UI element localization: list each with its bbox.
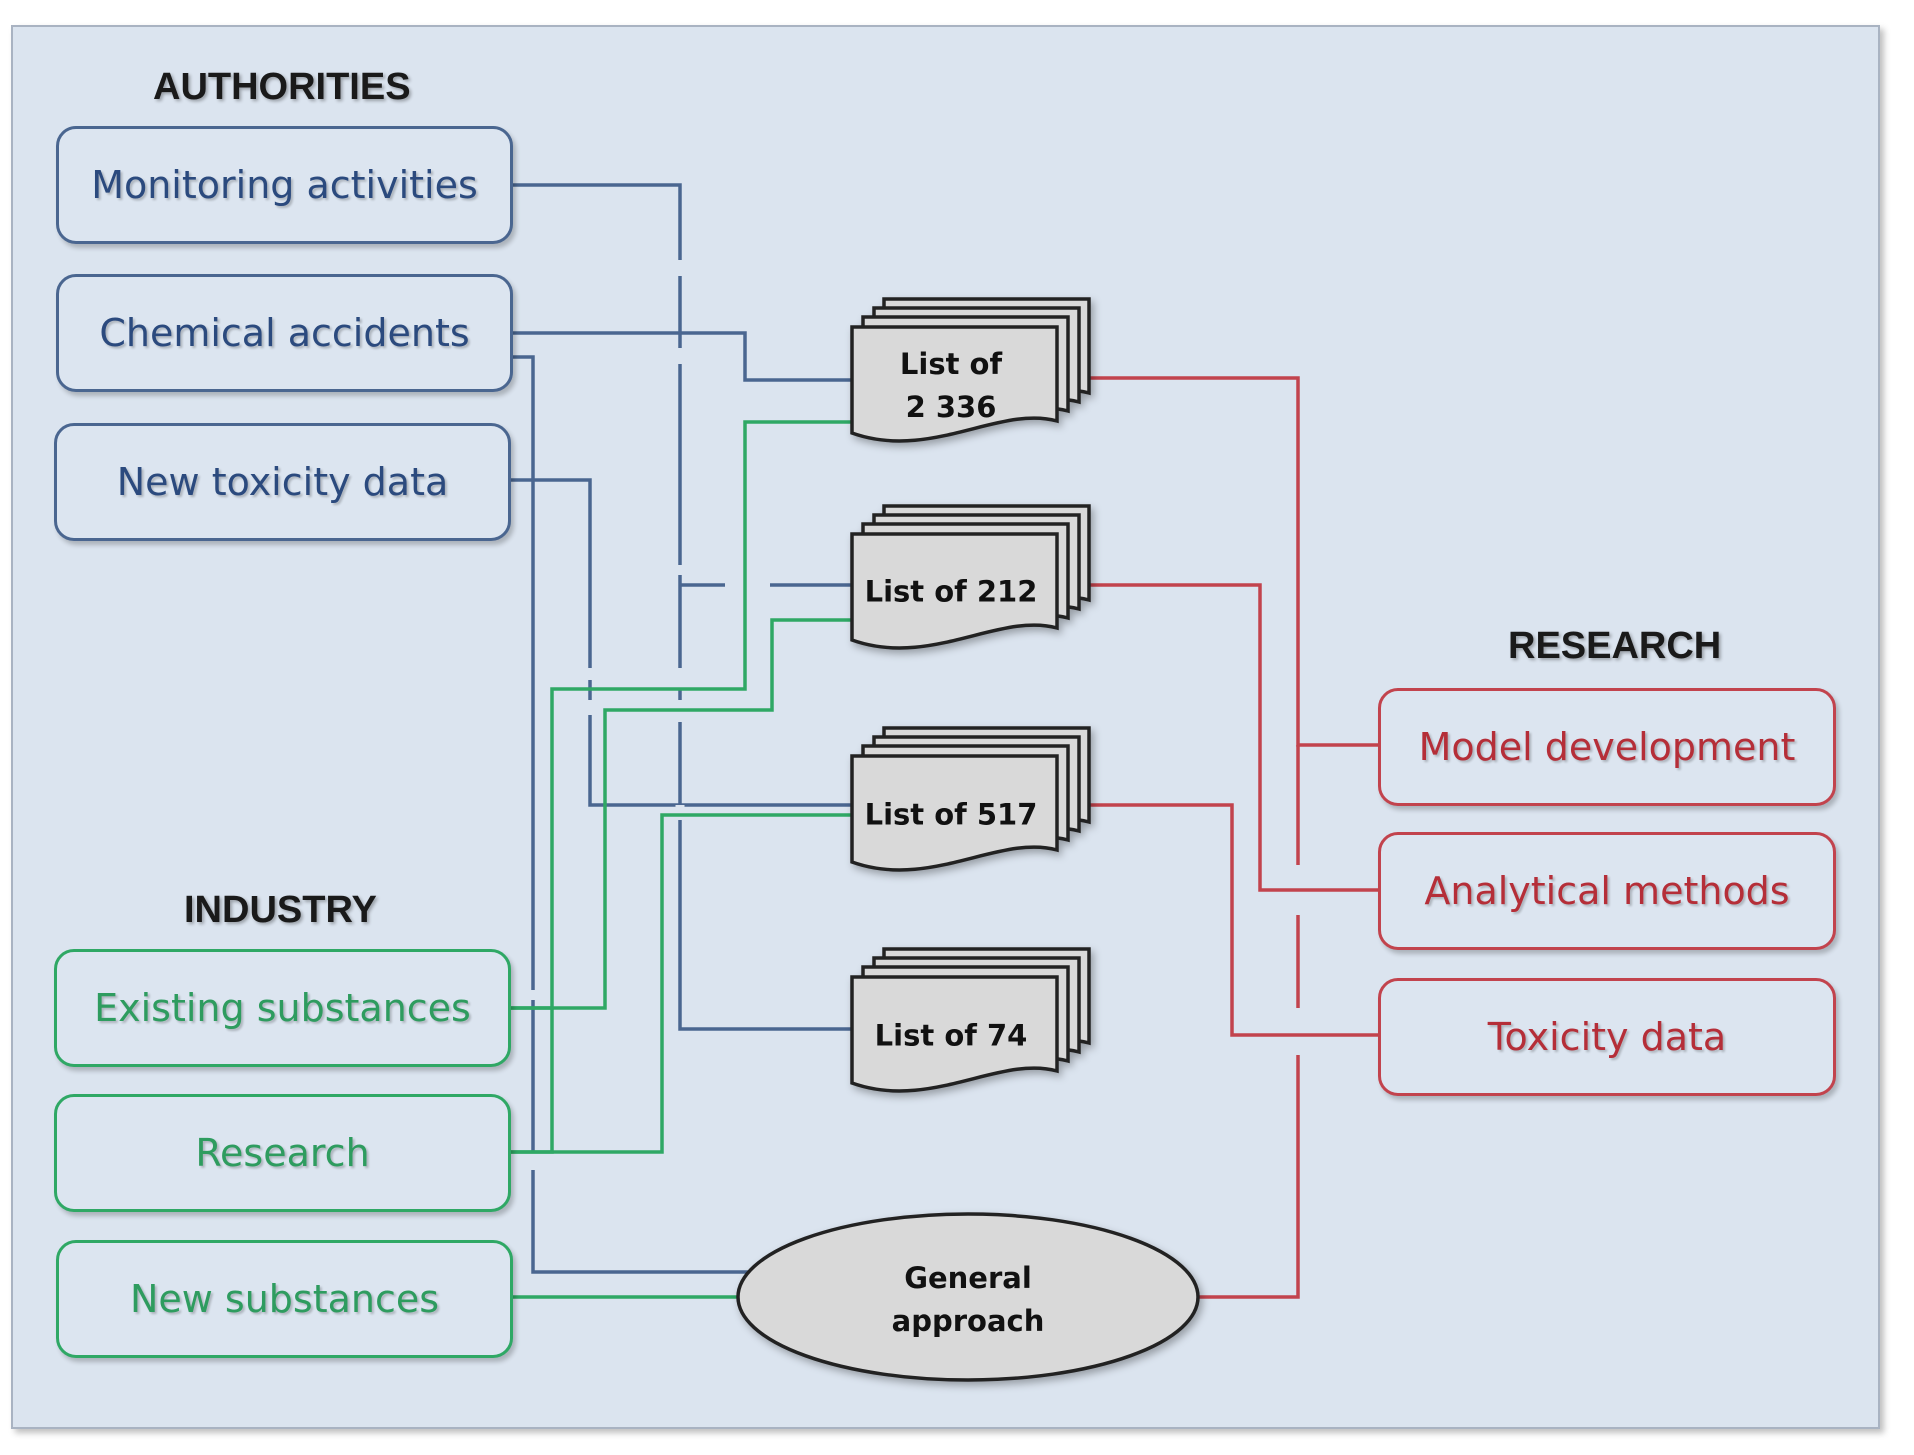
box-new-toxicity-data: New toxicity data: [54, 423, 511, 541]
connector-research-to-list-517: [510, 813, 855, 1154]
industry-connectors: [510, 420, 855, 1299]
list-517-stack: [850, 726, 1091, 872]
general-approach-ellipse: [736, 1212, 1200, 1382]
connector-monitoring-to-list-74: [512, 183, 855, 1031]
box-new-substances: New substances: [56, 1240, 513, 1358]
box-toxicity-data: Toxicity data: [1378, 978, 1836, 1096]
list-212-stack: [850, 504, 1091, 650]
connector-list-2336-to-model-development: [1088, 376, 1378, 747]
document-front: [850, 975, 1059, 1093]
list-74-label: List of 74: [874, 1018, 1028, 1053]
list-2336-line1: List of: [899, 347, 1003, 381]
box-analytical-methods: Analytical methods: [1378, 832, 1836, 950]
heading-industry: INDUSTRY: [184, 889, 377, 931]
heading-research: RESEARCH: [1508, 625, 1722, 667]
connector-toxicity-to-list-517: [508, 478, 855, 807]
box-existing-substances: Existing substances: [54, 949, 511, 1067]
box-model-development: Model development: [1378, 688, 1836, 806]
general-approach-line2: approach: [891, 1304, 1045, 1338]
research-connectors: [1088, 376, 1378, 1299]
connector-existing-to-list-212: [510, 618, 855, 1010]
line-hops: [528, 260, 685, 1170]
authority-connectors: [508, 183, 855, 1274]
list-2336-line2: 2 336: [905, 390, 997, 424]
box-monitoring-activities: Monitoring activities: [56, 126, 513, 244]
connector-general-approach-to-research: [1196, 1055, 1300, 1299]
document-front: [850, 754, 1059, 872]
document-front: [850, 325, 1059, 443]
list-517-label: List of 517: [864, 797, 1038, 832]
heading-authorities: AUTHORITIES: [153, 66, 411, 108]
connector-chemical-to-general-approach: [512, 355, 748, 1274]
box-chemical-accidents: Chemical accidents: [56, 274, 513, 392]
list-74-stack: [850, 947, 1091, 1093]
box-research-industry: Research: [54, 1094, 511, 1212]
connector-list-517-to-toxicity-data: [1088, 803, 1378, 1037]
list-2336-stack: [850, 297, 1091, 443]
connector-list-212-to-analytical-methods: [1088, 583, 1378, 892]
connector-research-to-trunk: [510, 1008, 554, 1154]
document-stacks: [850, 297, 1091, 1093]
list-212-label: List of 212: [864, 574, 1038, 609]
document-front: [850, 532, 1059, 650]
list-2336-label: List of 2 336: [900, 343, 1002, 429]
general-approach-label: General approach: [892, 1257, 1045, 1343]
general-approach-line1: General: [904, 1261, 1032, 1295]
connector-chemical-to-list-2336: [512, 331, 855, 382]
